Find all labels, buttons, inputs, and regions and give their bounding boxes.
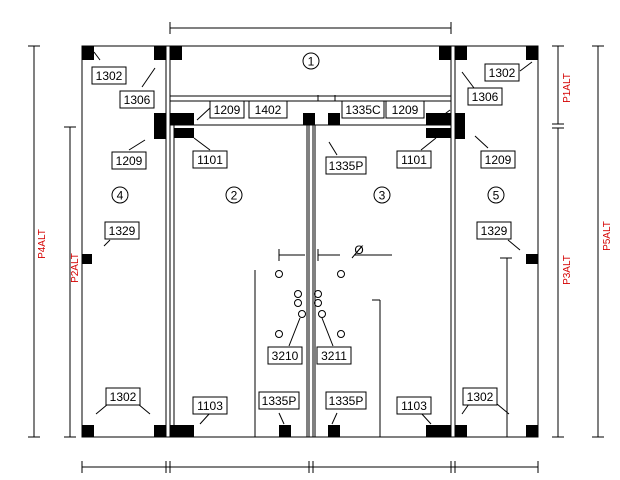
svg-text:2: 2: [231, 189, 238, 203]
tag-1402: 1402: [248, 100, 288, 119]
tag-1335p-center: 1335P: [325, 156, 367, 175]
svg-text:1302: 1302: [96, 69, 123, 83]
tag-1103-right: 1103: [396, 396, 432, 415]
tag-1302-bottom-left: 1302: [105, 387, 141, 406]
tag-1329-right: 1329: [476, 221, 512, 240]
elevation-label-p4alt: P4ALT: [37, 229, 48, 259]
svg-text:1209: 1209: [485, 153, 512, 167]
elevation-label-p3alt: P3ALT: [562, 255, 573, 285]
svg-text:1103: 1103: [197, 399, 223, 413]
svg-text:1306: 1306: [472, 90, 499, 104]
svg-text:3211: 3211: [321, 349, 347, 363]
tag-1209-left-sidelite: 1209: [111, 151, 147, 170]
svg-text:1: 1: [308, 55, 315, 69]
tag-1302-top-left: 1302: [91, 66, 127, 85]
tag-1306-right: 1306: [467, 87, 503, 106]
tag-1101-right: 1101: [396, 150, 432, 169]
tag-1209-transom-left: 1209: [209, 100, 245, 119]
door-markers: 1 2 3 4 5: [111, 52, 505, 204]
tag-1335p-bottom-right: 1335P: [325, 391, 367, 410]
svg-text:1302: 1302: [489, 66, 516, 80]
tag-1329-left: 1329: [104, 221, 140, 240]
elevation-label-p2alt: P2ALT: [70, 253, 81, 283]
elevation-labels: P4ALT P2ALT P1ALT P3ALT P5ALT: [37, 73, 613, 285]
tag-3210: 3210: [267, 346, 303, 365]
tag-1302-bottom-right: 1302: [462, 387, 498, 406]
door-marker-5: 5: [487, 186, 505, 204]
svg-text:1335P: 1335P: [329, 159, 364, 173]
tag-1209-transom-right: 1209: [385, 100, 425, 119]
svg-text:3210: 3210: [272, 349, 299, 363]
tag-1306-left: 1306: [119, 90, 155, 109]
leader-lines: [93, 51, 533, 425]
hardware-blocks: [82, 46, 538, 437]
dimension-lines: [28, 22, 604, 473]
svg-text:1101: 1101: [401, 153, 427, 167]
tag-1335p-bottom-left: 1335P: [258, 391, 300, 410]
hardware-tags: 1302 1306 1209 1402 1335C 1209 1302 130: [91, 63, 520, 415]
svg-text:1302: 1302: [110, 390, 137, 404]
svg-text:1335C: 1335C: [345, 103, 381, 117]
svg-text:1209: 1209: [214, 103, 241, 117]
door-marker-4: 4: [111, 186, 129, 204]
svg-text:1209: 1209: [116, 154, 143, 168]
svg-text:1335P: 1335P: [262, 394, 297, 408]
door-marker-3: 3: [373, 186, 391, 204]
tag-1302-top-right: 1302: [484, 63, 520, 82]
svg-text:1209: 1209: [392, 103, 419, 117]
svg-text:1329: 1329: [481, 224, 508, 238]
svg-text:3: 3: [379, 189, 386, 203]
svg-text:1302: 1302: [467, 390, 494, 404]
svg-text:1402: 1402: [255, 103, 282, 117]
tag-3211: 3211: [316, 346, 352, 365]
door-marker-2: 2: [225, 186, 243, 204]
tag-1101-left: 1101: [192, 150, 228, 169]
svg-text:4: 4: [117, 189, 124, 203]
tag-1335c: 1335C: [341, 100, 385, 119]
fastener-circles: [275, 270, 345, 338]
svg-text:1335P: 1335P: [329, 394, 364, 408]
svg-text:1103: 1103: [401, 399, 427, 413]
svg-text:5: 5: [493, 189, 500, 203]
svg-text:1101: 1101: [197, 153, 223, 167]
svg-text:1306: 1306: [124, 93, 151, 107]
door-marker-1: 1: [302, 52, 320, 70]
tag-1103-left: 1103: [192, 396, 228, 415]
tag-1209-right-sidelite: 1209: [480, 150, 516, 169]
elevation-label-p5alt: P5ALT: [602, 221, 613, 251]
elevation-label-p1alt: P1ALT: [562, 73, 573, 103]
svg-text:1329: 1329: [109, 224, 136, 238]
